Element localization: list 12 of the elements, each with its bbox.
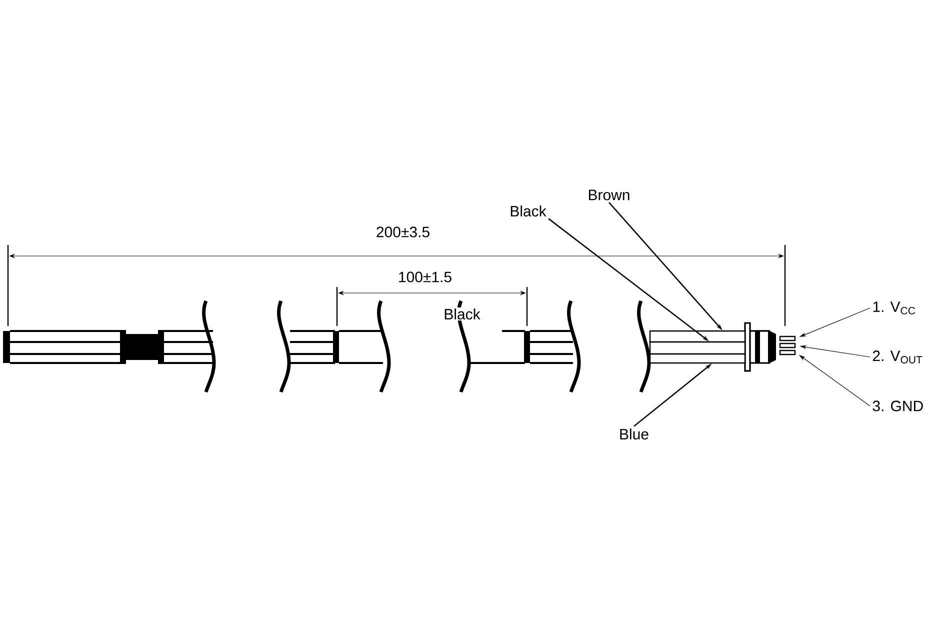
wire-label: Brown [588, 190, 630, 200]
dimension-label: 200±3.5 [374, 226, 432, 238]
wire-label: Black [442, 307, 482, 320]
wire-label: Black [510, 205, 546, 216]
wire-label: 2. V$_{OUT}$ [872, 350, 922, 364]
dimension-label: 100±1.5 [396, 270, 454, 284]
pin [779, 350, 796, 356]
pin [779, 342, 796, 348]
wire-label: 1. V$_{CC}$ [873, 302, 916, 314]
wire-label: Blue [620, 428, 648, 440]
wire-label: 3. GND [872, 400, 923, 412]
pin [779, 336, 796, 342]
